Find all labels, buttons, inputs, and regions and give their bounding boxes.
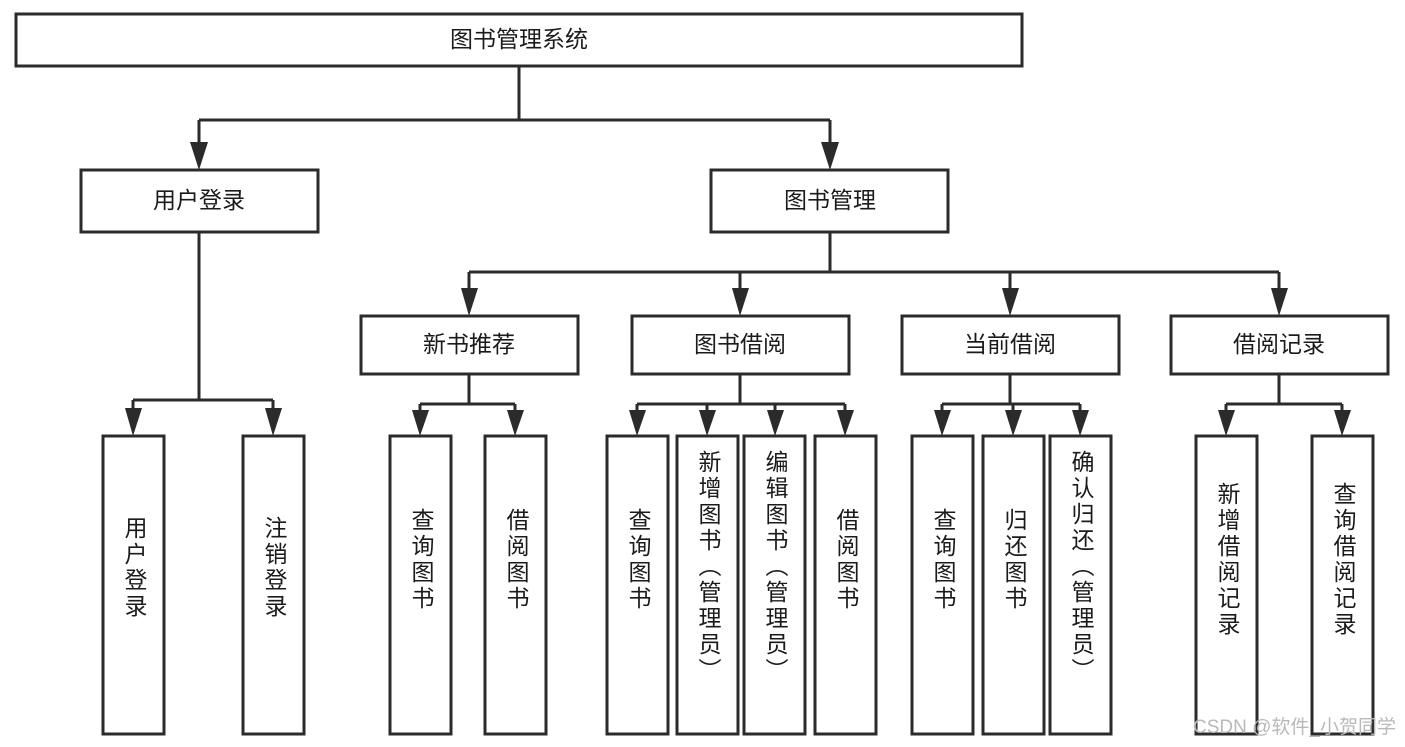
arrow-head-leaf-user-login [125,408,142,436]
node-borrow-record-label: 借阅记录 [1233,331,1325,357]
arrow-head-leaf-add-borrow-record [1218,410,1235,436]
arrow-head-user-login [190,142,208,170]
node-leaf-query-book-rec-box[interactable] [388,434,453,736]
node-leaf-user-logout-box[interactable] [241,434,306,736]
node-leaf-query-book-current[interactable]: 查询图书 [910,434,975,736]
node-leaf-query-book-borrow[interactable]: 查询图书 [605,434,670,736]
node-leaf-borrow-book-label: 借阅图书 [833,508,860,612]
node-book-borrow-box[interactable] [630,314,851,376]
node-leaf-add-borrow-record[interactable]: 新增借阅记录 [1194,434,1259,736]
arrow-head-leaf-edit-book [767,410,784,436]
node-leaf-borrow-book[interactable]: 借阅图书 [813,434,878,736]
node-leaf-edit-book-label: 编辑图书（管理员） [762,450,789,684]
node-leaf-query-book-rec[interactable]: 查询图书 [388,434,453,736]
node-book-borrow-label: 图书借阅 [694,331,786,357]
arrow-head-leaf-return-book [1005,410,1022,436]
node-leaf-borrow-book-rec-box[interactable] [483,434,548,736]
node-book-manage-label: 图书管理 [784,187,876,213]
node-leaf-user-login-box[interactable] [101,434,166,736]
node-leaf-user-login-label: 用户登录 [121,516,148,620]
node-leaf-add-borrow-record-label: 新增借阅记录 [1214,482,1241,638]
node-book-manage-box[interactable] [709,168,950,234]
arrow-head-leaf-query-borrow-record [1334,410,1351,436]
node-root-label: 图书管理系统 [450,26,588,52]
node-leaf-confirm-return[interactable]: 确认归还（管理员） [1048,434,1113,736]
arrow-head-leaf-borrow-book-rec [507,410,524,436]
node-leaf-edit-book[interactable]: 编辑图书（管理员） [742,434,807,736]
node-borrow-record-box[interactable] [1169,314,1390,376]
arrow-head-leaf-query-book-current [934,410,951,436]
node-user-login[interactable]: 用户登录 [79,168,320,234]
node-borrow-record[interactable]: 借阅记录 [1169,314,1390,376]
node-leaf-add-book-box[interactable] [675,434,740,736]
node-leaf-add-borrow-record-box[interactable] [1194,434,1259,736]
node-leaf-return-book-box[interactable] [981,434,1046,736]
arrow-head-leaf-borrow-book [837,410,854,436]
arrow-head-borrow-record [1271,288,1288,316]
node-leaf-query-book-current-box[interactable] [910,434,975,736]
node-leaf-add-book-label: 新增图书（管理员） [695,450,722,684]
node-new-book-rec-label: 新书推荐 [423,331,515,357]
node-leaf-edit-book-box[interactable] [742,434,807,736]
arrow-head-leaf-query-book-borrow [629,410,646,436]
arrow-head-current-borrow [1002,288,1019,316]
arrow-head-leaf-query-book-rec [412,410,429,436]
node-current-borrow-box[interactable] [900,314,1121,376]
node-leaf-query-borrow-record[interactable]: 查询借阅记录 [1310,434,1375,736]
node-leaf-borrow-book-box[interactable] [813,434,878,736]
node-leaf-confirm-return-label: 确认归还（管理员） [1068,450,1095,684]
node-new-book-rec[interactable]: 新书推荐 [359,314,580,376]
node-root-box[interactable] [14,12,1024,68]
node-leaf-query-book-borrow-label: 查询图书 [625,508,652,612]
node-leaf-confirm-return-box[interactable] [1048,434,1113,736]
node-book-manage[interactable]: 图书管理 [709,168,950,234]
node-leaf-user-logout[interactable]: 注销登录 [241,434,306,736]
connector-layer [125,66,1351,436]
node-leaf-return-book-label: 归还图书 [1001,508,1028,612]
arrow-head-leaf-confirm-return [1072,410,1089,436]
node-current-borrow-label: 当前借阅 [964,331,1056,357]
node-new-book-rec-box[interactable] [359,314,580,376]
arrow-head-leaf-add-book [699,410,716,436]
node-leaf-user-logout-label: 注销登录 [261,516,288,620]
node-book-borrow[interactable]: 图书借阅 [630,314,851,376]
node-leaf-query-borrow-record-label: 查询借阅记录 [1330,482,1357,638]
arrow-head-book-manage [821,142,839,170]
node-leaf-query-borrow-record-box[interactable] [1310,434,1375,736]
arrow-head-new-book-rec [461,288,478,316]
node-user-login-box[interactable] [79,168,320,234]
node-leaf-query-book-rec-label: 查询图书 [408,508,435,612]
node-leaf-query-book-borrow-box[interactable] [605,434,670,736]
node-leaf-borrow-book-rec-label: 借阅图书 [503,508,530,612]
arrow-head-book-borrow [732,288,749,316]
arrow-head-leaf-user-logout [265,408,282,436]
node-leaf-user-login[interactable]: 用户登录 [101,434,166,736]
node-current-borrow[interactable]: 当前借阅 [900,314,1121,376]
node-leaf-return-book[interactable]: 归还图书 [981,434,1046,736]
node-leaf-borrow-book-rec[interactable]: 借阅图书 [483,434,548,736]
node-leaf-add-book[interactable]: 新增图书（管理员） [675,434,740,736]
csdn-watermark: CSDN @软件_小贺同学 [1193,716,1396,738]
node-root[interactable]: 图书管理系统 [14,12,1024,68]
node-user-login-label: 用户登录 [153,187,245,213]
node-leaf-query-book-current-label: 查询图书 [930,508,957,612]
